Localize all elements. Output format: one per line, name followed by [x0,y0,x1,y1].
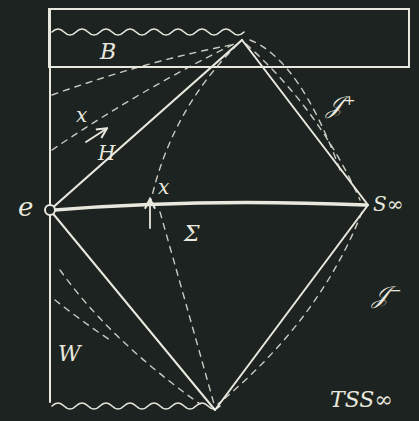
flow-arrow [86,129,106,142]
scri-label: 𝒥⁺ [326,92,356,118]
vector-label: x [158,176,169,198]
surface-label: Σ [184,222,200,246]
extremal-point [45,205,55,215]
null-infinity [215,205,368,410]
flow-line [218,212,362,404]
null-infinity [242,40,368,205]
flow-arrow [149,200,151,228]
horizon-label: H [98,142,115,164]
region-label: B [100,40,116,64]
flow-line [52,44,236,95]
scri-label: 𝒥⁻ [372,282,402,308]
past-horizon [50,210,215,410]
region-box: B [48,8,410,68]
flow-line [160,212,214,404]
infinity-label: S∞ [373,193,403,215]
cauchy-slice [55,202,366,210]
wedge-label: W [58,342,81,366]
flow-line [52,42,238,150]
singularity-line [52,403,220,409]
point-label: e [18,193,33,222]
vector-label: x [76,104,87,126]
flow-line [60,270,200,404]
horizon-line [50,40,242,210]
singularity-line [52,29,244,35]
boundary-label: TSS∞ [330,388,393,412]
flow-line [55,300,110,340]
